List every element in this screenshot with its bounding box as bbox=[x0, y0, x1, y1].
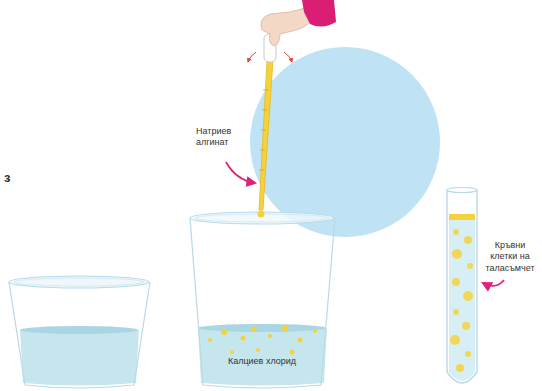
part-label: Калциев хлорид bbox=[222, 356, 302, 367]
hand bbox=[248, 0, 336, 62]
test-tube bbox=[447, 188, 477, 384]
figure-letter: з bbox=[4, 170, 18, 186]
leader-arrow bbox=[226, 162, 255, 183]
part-label: Натриев алгинат bbox=[196, 126, 266, 149]
leader-arrow bbox=[483, 280, 504, 286]
pipette bbox=[258, 34, 277, 218]
empty-cup bbox=[9, 276, 150, 388]
calcium-chloride-cup bbox=[190, 212, 335, 388]
part-label: Кръвни клетки на таласъмчет bbox=[482, 240, 538, 274]
background-disc bbox=[250, 47, 440, 237]
